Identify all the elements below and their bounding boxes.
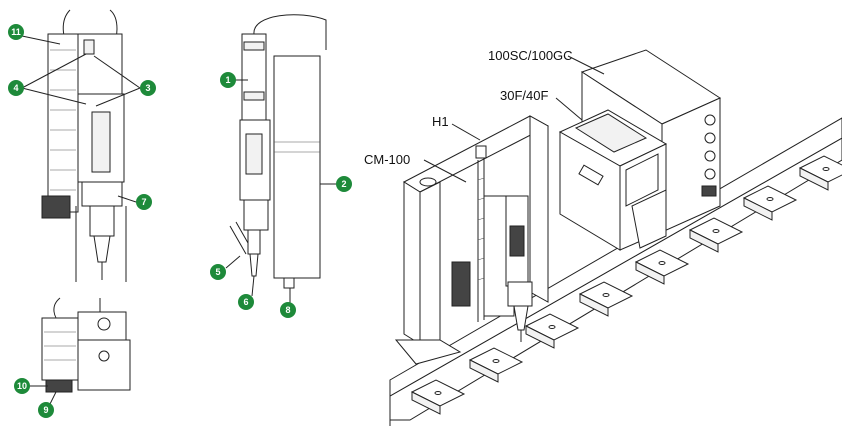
callout-number: 11 [11, 27, 21, 37]
workpiece-hole [822, 167, 830, 171]
callout-badge-7: 7 [136, 194, 152, 210]
workpiece-hole [548, 325, 556, 329]
callout-badge-11: 11 [8, 24, 24, 40]
callout-number: 5 [215, 267, 220, 277]
workpiece-block-side [579, 293, 609, 317]
callout-badge-9: 9 [38, 402, 54, 418]
workpiece-block-side [635, 261, 665, 285]
callout-badge-5: 5 [210, 264, 226, 280]
callout-badge-2: 2 [336, 176, 352, 192]
callout-badge-8: 8 [280, 302, 296, 318]
callout-number: 2 [341, 179, 346, 189]
callout-number: 1 [225, 75, 230, 85]
workpiece-block-side [689, 229, 719, 253]
workpiece-block-side [525, 325, 555, 349]
label-controller: 100SC/100GC [488, 48, 573, 63]
feeder-unit [558, 109, 668, 251]
workpiece-hole [766, 197, 774, 201]
workpiece-block-side [411, 391, 441, 415]
callout-number: 3 [145, 83, 150, 93]
label-hand: H1 [432, 114, 449, 129]
callout-leaders [21, 35, 336, 405]
workpiece-hole [602, 293, 610, 297]
callout-number: 9 [43, 405, 48, 415]
callout-number: 10 [17, 381, 27, 391]
workpiece-hole [434, 391, 442, 395]
callout-badge-6: 6 [238, 294, 254, 310]
workpiece-block-side [469, 359, 499, 383]
column-frame [394, 115, 550, 365]
workpiece-hole [658, 261, 666, 265]
workpiece-row [410, 155, 842, 415]
front-view-unit [41, 9, 127, 282]
label-leaders [423, 55, 605, 183]
callout-number: 8 [285, 305, 290, 315]
callout-number: 6 [243, 297, 248, 307]
workpiece-block-side [799, 167, 829, 191]
workpiece-hole [712, 229, 720, 233]
label-column: CM-100 [364, 152, 410, 167]
screwdriver-hand [483, 195, 533, 342]
top-view-unit [41, 297, 131, 393]
callout-badge-10: 10 [14, 378, 30, 394]
callout-badge-4: 4 [8, 80, 24, 96]
workpiece-block-side [743, 197, 773, 221]
callout-number: 4 [13, 83, 18, 93]
callout-badge-3: 3 [140, 80, 156, 96]
callout-number: 7 [141, 197, 146, 207]
side-view-unit [229, 14, 327, 289]
label-feeder: 30F/40F [500, 88, 548, 103]
callout-badge-1: 1 [220, 72, 236, 88]
workpiece-hole [492, 359, 500, 363]
